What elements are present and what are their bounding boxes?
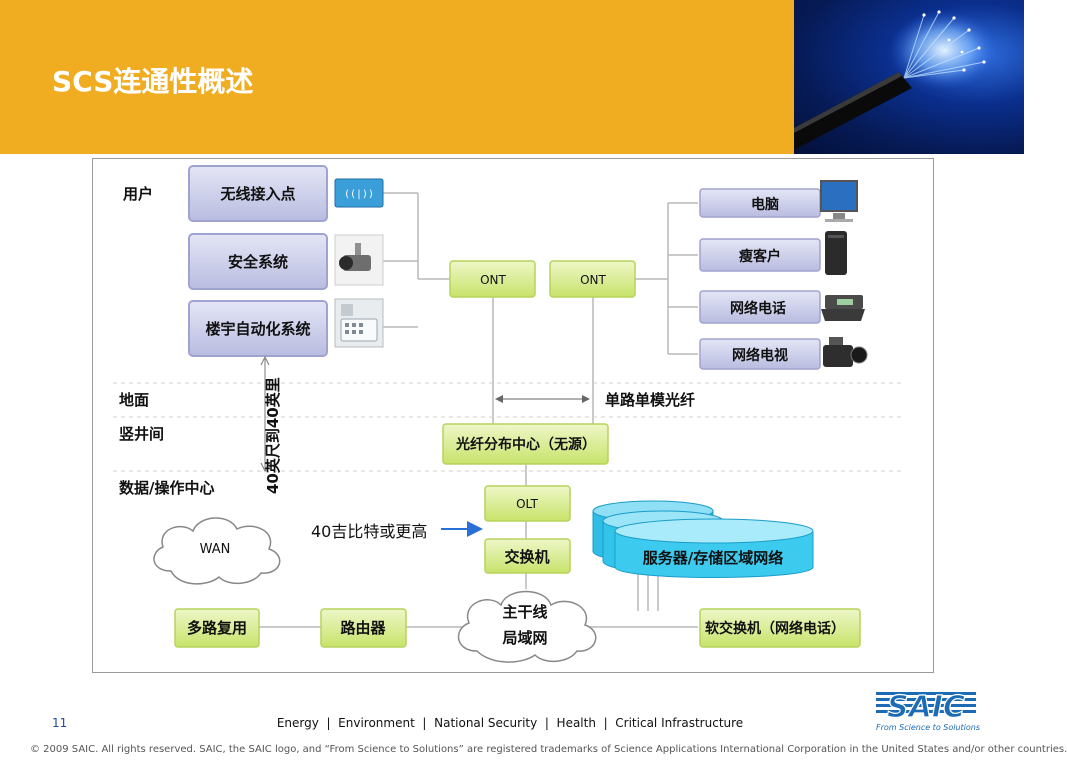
page-title: SCS连通性概述 bbox=[52, 65, 254, 98]
footer-item-energy: Energy bbox=[276, 716, 319, 730]
fiber-note: 单路单模光纤 bbox=[605, 391, 695, 409]
security-camera-icon bbox=[334, 234, 384, 286]
device-label: 电脑 bbox=[751, 196, 779, 213]
fiber-optic-image bbox=[794, 0, 1024, 154]
storage-label: 服务器/存储区域网络 bbox=[643, 549, 783, 567]
footer-separator: | bbox=[603, 716, 608, 730]
wan-cloud: WAN bbox=[153, 517, 281, 585]
softswitch-label: 软交换机（网络电话） bbox=[705, 620, 845, 637]
zone-label-users: 用户 bbox=[123, 185, 153, 203]
device-building-automation: 楼宇自动化系统 bbox=[188, 300, 328, 357]
ont-box-2: ONT bbox=[549, 260, 636, 298]
splitter-box: 光纤分布中心（无源） bbox=[442, 423, 609, 465]
page-number: 11 bbox=[52, 716, 68, 730]
device-thin-client: 瘦客户 bbox=[699, 238, 821, 272]
fiber-optic-icon bbox=[794, 10, 999, 150]
saic-logo: SAIC From Science to Solutions bbox=[876, 689, 980, 732]
footer-separator: | bbox=[326, 716, 331, 730]
footer-nav: Energy | Environment | National Security… bbox=[160, 716, 860, 730]
switch-label: 交换机 bbox=[504, 548, 549, 566]
zone-label-datacenter: 数据/操作中心 bbox=[119, 479, 214, 497]
footer-item-critical-infrastructure: Critical Infrastructure bbox=[615, 716, 744, 730]
desk-phone-icon bbox=[821, 295, 865, 321]
switch-box: 交换机 bbox=[484, 538, 571, 574]
softswitch-box: 软交换机（网络电话） bbox=[699, 608, 861, 648]
device-computer: 电脑 bbox=[699, 188, 821, 218]
footer-item-environment: Environment bbox=[338, 716, 415, 730]
control-panel-icon bbox=[334, 298, 384, 348]
ont-box-1: ONT bbox=[449, 260, 536, 298]
router-box: 路由器 bbox=[320, 608, 407, 648]
storage-network: 服务器/存储区域网络 bbox=[592, 500, 814, 578]
logo-text: SAIC bbox=[887, 690, 965, 725]
ont-label: ONT bbox=[480, 273, 506, 287]
footer-item-health: Health bbox=[556, 716, 596, 730]
mux-label: 多路复用 bbox=[187, 619, 247, 637]
wireless-ap-icon: ((|)) bbox=[334, 178, 384, 208]
ont-label: ONT bbox=[580, 273, 606, 287]
header-bar bbox=[0, 0, 794, 154]
backbone-cloud: 主干线 局域网 bbox=[457, 590, 597, 663]
router-label: 路由器 bbox=[340, 619, 386, 637]
diagram-canvas: 用户 地面 竖井间 数据/操作中心 无线接入点 安全系统 楼宇自动化系统 ((|… bbox=[113, 165, 903, 663]
video-camera-icon bbox=[823, 337, 868, 367]
device-label: 楼宇自动化系统 bbox=[205, 320, 310, 338]
zone-label-ground: 地面 bbox=[119, 391, 149, 409]
svg-text:((|)): ((|)) bbox=[344, 189, 374, 200]
device-iptv: 网络电视 bbox=[699, 338, 821, 370]
monitor-icon bbox=[820, 180, 858, 222]
connector-lines bbox=[253, 192, 698, 628]
copyright-notice: © 2009 SAIC. All rights reserved. SAIC, … bbox=[30, 744, 1067, 755]
backbone-label-line1: 主干线 bbox=[502, 603, 547, 621]
splitter-label: 光纤分布中心（无源） bbox=[455, 436, 596, 453]
device-label: 无线接入点 bbox=[219, 185, 295, 203]
olt-label: OLT bbox=[516, 497, 538, 511]
zone-dividers bbox=[113, 382, 903, 472]
footer-separator: | bbox=[544, 716, 549, 730]
zone-label-shaft: 竖井间 bbox=[119, 425, 164, 443]
speed-note: 40吉比特或更高 bbox=[311, 522, 427, 541]
thin-client-icon bbox=[825, 231, 847, 275]
backbone-label-line2: 局域网 bbox=[501, 629, 547, 647]
device-wireless-ap: 无线接入点 bbox=[188, 165, 328, 222]
device-label: 瘦客户 bbox=[739, 248, 781, 265]
device-ip-phone: 网络电话 bbox=[699, 290, 821, 324]
network-diagram: 用户 地面 竖井间 数据/操作中心 无线接入点 安全系统 楼宇自动化系统 ((|… bbox=[92, 158, 934, 673]
device-security-system: 安全系统 bbox=[188, 233, 328, 290]
footer-item-national-security: National Security bbox=[434, 716, 538, 730]
device-label: 安全系统 bbox=[228, 253, 288, 271]
device-label: 网络电视 bbox=[732, 347, 788, 364]
mux-box: 多路复用 bbox=[174, 608, 260, 648]
olt-box: OLT bbox=[484, 485, 571, 522]
distance-note: 40英尺到40英里 bbox=[264, 377, 282, 494]
logo-tagline: From Science to Solutions bbox=[876, 723, 980, 732]
device-label: 网络电话 bbox=[730, 300, 786, 317]
footer-separator: | bbox=[422, 716, 427, 730]
wan-label: WAN bbox=[200, 542, 231, 557]
